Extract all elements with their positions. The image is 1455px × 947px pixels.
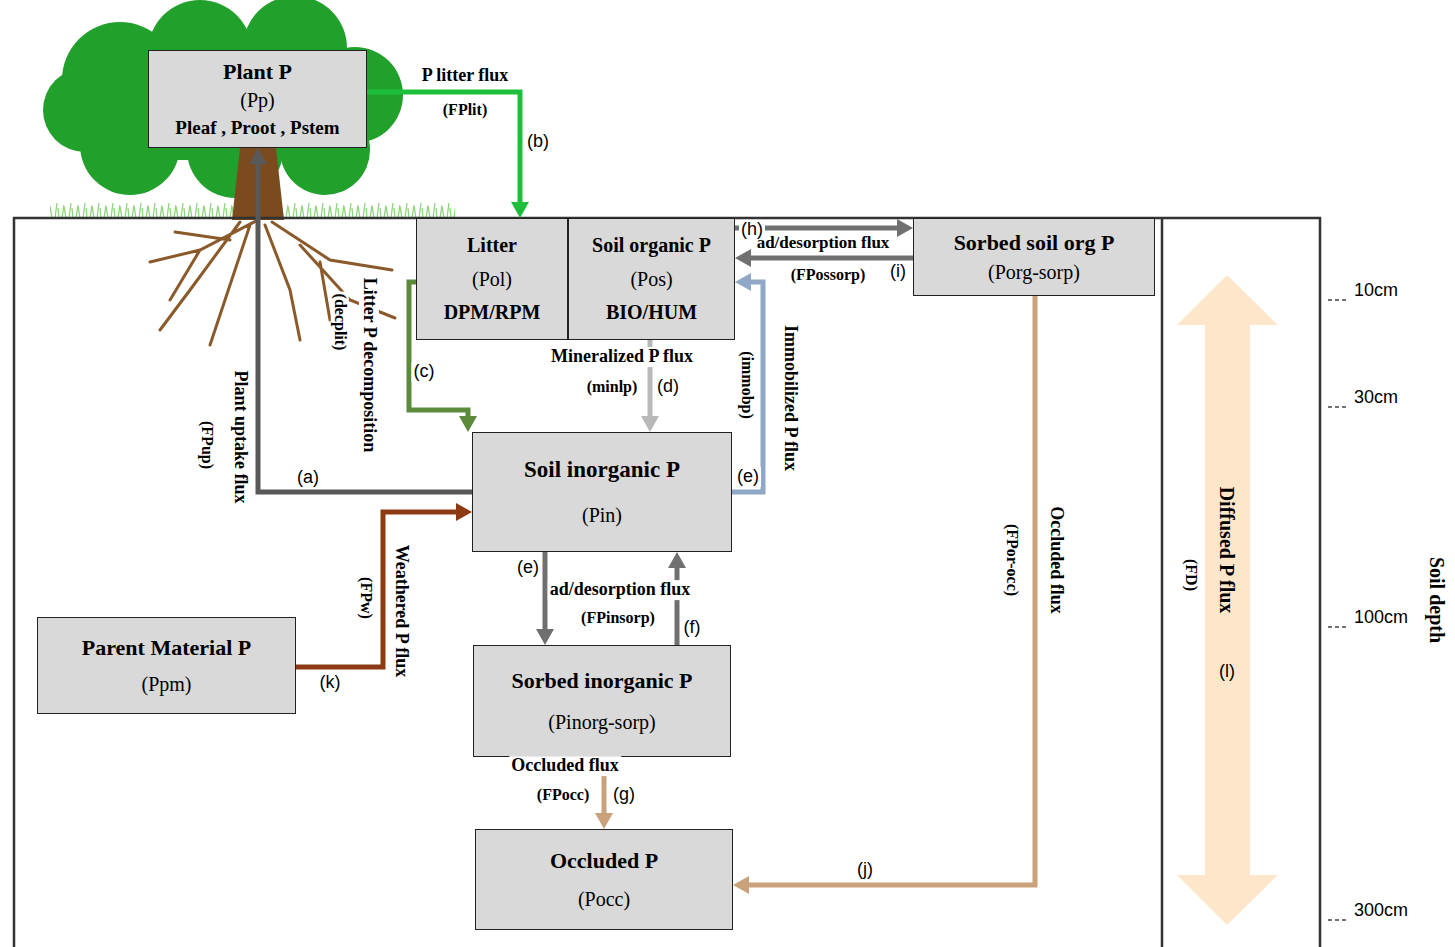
depth-label: 10cm [1352, 281, 1400, 301]
pool-box: Soil inorganic P (Pin) [472, 432, 732, 552]
flux-symbol: (FPocc) [535, 786, 591, 804]
flux-symbol: (FPlit) [441, 101, 489, 119]
diffusion-double-arrow [1177, 275, 1278, 925]
pool-detail: (Pos) [630, 268, 672, 291]
depth-label: 30cm [1352, 388, 1400, 408]
flux-symbol: (FPossorp) [789, 266, 868, 284]
flux-connector [733, 296, 1035, 894]
depth-label: 100cm [1352, 608, 1410, 628]
pool-name: Sorbed soil org P [954, 230, 1115, 255]
callout-letter: (l) [1217, 662, 1237, 682]
callout-letter: (a) [295, 468, 321, 488]
pool-box: Plant P (Pp) Pleaf , Proot , Pstem [148, 50, 367, 148]
flux-label: Mineralized P flux [549, 347, 695, 367]
depth-ticks [1328, 300, 1346, 920]
pool-detail: (Pin) [582, 504, 622, 527]
arrow-head [897, 219, 913, 237]
flux-symbol: (minlp) [585, 378, 640, 396]
flux-connector [296, 503, 472, 667]
pool-detail: BIO/HUM [606, 301, 697, 324]
pool-detail: (Pinorg-sorp) [548, 711, 655, 734]
flux-symbol: (FPinsorp) [579, 609, 657, 627]
arrow-head [595, 813, 613, 829]
arrow-head [735, 273, 751, 291]
flux-symbol: (FPw) [357, 575, 375, 621]
flux-arrow [675, 566, 680, 645]
flux-label: P litter flux [420, 66, 511, 86]
pool-name: Soil organic P [592, 234, 711, 257]
flux-label: Immobilized P flux [780, 323, 800, 473]
flux-arrow [749, 256, 913, 261]
pool-detail: (Ppm) [142, 673, 192, 696]
pool-box: Soil organic P (Pos) BIO/HUM [568, 218, 735, 340]
callout-letter: (e) [735, 467, 761, 487]
callout-letter: (j) [855, 860, 875, 880]
flux-label: ad/desorption flux [548, 580, 693, 600]
flux-arrow [367, 92, 520, 204]
pool-box: Sorbed inorganic P (Pinorg-sorp) [473, 645, 731, 757]
flux-label: Plant uptake flux [230, 368, 250, 505]
pool-name: Litter [467, 234, 517, 257]
callout-letter: (k) [318, 673, 343, 693]
flux-arrow [747, 296, 1035, 885]
flux-label: Litter P decomposition [359, 276, 379, 455]
arrow-head [668, 552, 686, 568]
pool-detail: (Porg-sorp) [988, 261, 1080, 284]
callout-letter: (g) [611, 785, 637, 805]
pool-detail: Pleaf , Proot , Pstem [175, 117, 339, 139]
flux-symbol: (FPup) [198, 419, 216, 471]
pool-detail: (Pocc) [578, 888, 630, 911]
axis-title: Soil depth [1426, 555, 1448, 645]
arrow-head [641, 416, 659, 432]
flux-symbol: (immobp) [738, 349, 756, 421]
depth-label: 300cm [1352, 901, 1410, 921]
arrow-head [459, 416, 477, 432]
pool-detail: DPM/RPM [444, 301, 541, 324]
flux-symbol: (FPor-occ) [1003, 522, 1021, 598]
pool-detail: (Pp) [240, 89, 274, 112]
flux-symbol: (decplit) [331, 292, 349, 353]
pool-box: Occluded P (Pocc) [475, 829, 733, 930]
flux-label: Diffused P flux [1216, 485, 1238, 616]
arrow-head [456, 503, 472, 521]
pool-box: Sorbed soil org P (Porg-sorp) [913, 218, 1155, 296]
callout-letter: (b) [525, 132, 551, 152]
pool-name: Parent Material P [82, 635, 251, 660]
flux-label: Weathered P flux [391, 543, 411, 680]
callout-letter: (e) [515, 558, 541, 578]
arrow-head [536, 629, 554, 645]
pool-detail: (Pol) [472, 268, 512, 291]
soil-column-divider [1161, 218, 1164, 947]
arrow-head [733, 876, 749, 894]
arrow-head [511, 202, 529, 218]
soil-outline [14, 218, 1320, 947]
pool-box: Litter (Pol) DPM/RPM [416, 218, 568, 340]
pool-name: Occluded P [550, 848, 658, 873]
flux-symbol: (FD) [1182, 557, 1200, 593]
pool-name: Soil inorganic P [524, 457, 680, 483]
pool-name: Sorbed inorganic P [512, 668, 693, 693]
flux-connector [367, 92, 529, 218]
flux-connector [732, 273, 763, 492]
flux-label: Occluded flux [1046, 504, 1066, 616]
callout-letter: (d) [655, 377, 681, 397]
flux-label: Occluded flux [509, 756, 621, 776]
pool-box: Parent Material P (Ppm) [37, 617, 296, 714]
tree-canopy [43, 0, 403, 198]
flux-arrow [732, 282, 763, 492]
flux-arrow [296, 512, 458, 667]
canopy-lobe [43, 68, 127, 152]
callout-letter: (h) [739, 220, 765, 240]
callout-letter: (c) [412, 362, 437, 382]
pool-name: Plant P [223, 59, 292, 84]
callout-letter: (i) [888, 262, 908, 282]
flux-label: ad/desorption flux [755, 234, 892, 253]
arrow-head [249, 148, 267, 164]
callout-letter: (f) [682, 618, 703, 638]
arrow-head [735, 249, 751, 267]
